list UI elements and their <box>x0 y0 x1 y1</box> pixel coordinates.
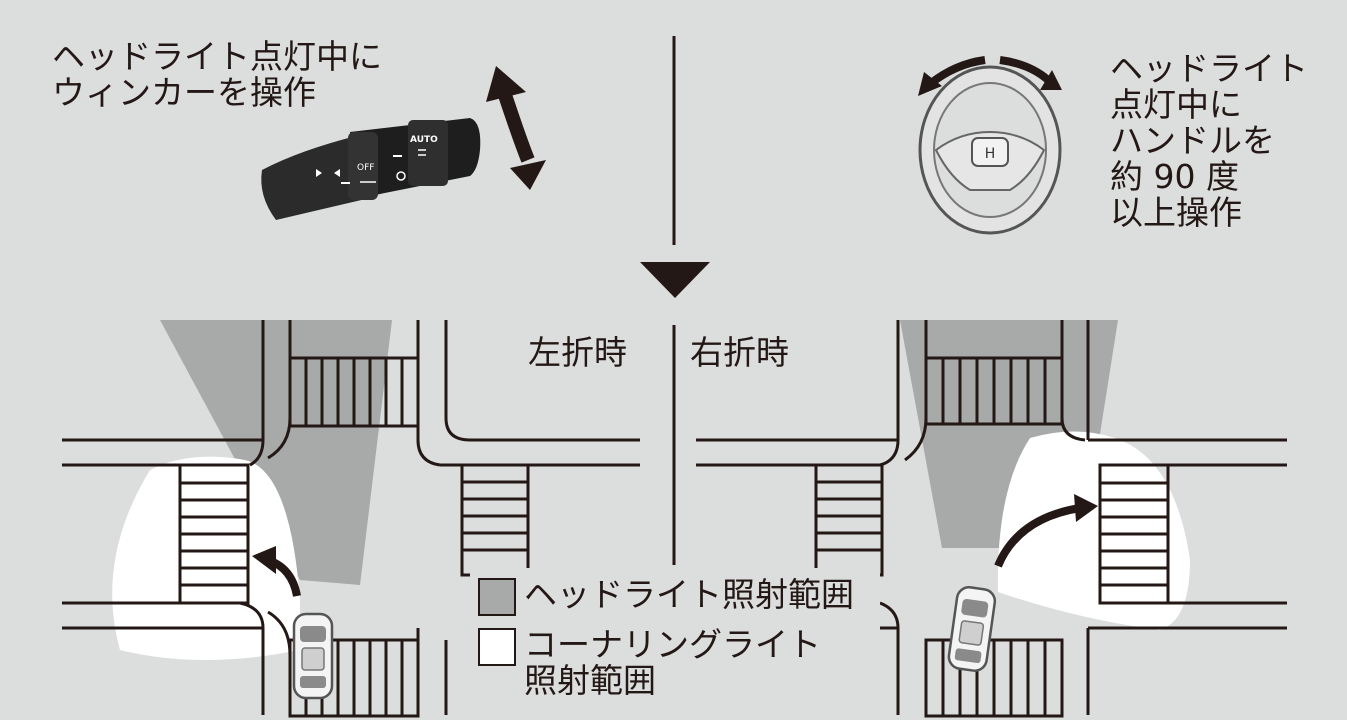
steering-rotation-arrows-icon <box>918 56 1062 96</box>
stalk-off-label: OFF <box>357 163 374 173</box>
instruction-line: 約 90 度 <box>1110 157 1239 196</box>
right-turn-arrow-icon <box>994 494 1098 568</box>
legend-cornering-swatch <box>478 628 516 666</box>
turn-signal-stalk-icon: OFF AUTO <box>261 118 481 220</box>
left-turn-arrow-icon <box>252 546 301 597</box>
down-arrow-icon <box>640 262 710 298</box>
top-left-instruction: ヘッドライト点灯中に ウィンカーを操作 <box>52 40 382 112</box>
legend-cornering-label: コーナリングライト 照射範囲 <box>524 628 821 700</box>
car-icon <box>292 612 334 700</box>
steering-wheel-icon: H <box>918 65 1062 235</box>
left-turn-label: 左折時 <box>528 333 627 372</box>
car-icon <box>947 586 997 672</box>
stalk-auto-label: AUTO <box>410 135 438 145</box>
stalk-up-down-arrow-icon <box>486 66 546 190</box>
crosswalk-top <box>288 356 420 428</box>
crosswalk-right <box>460 463 530 577</box>
right-turn-scene <box>696 320 1287 718</box>
left-turn-scene <box>62 320 640 718</box>
instruction-line: ヘッドライト <box>1110 49 1308 88</box>
top-right-instruction: ヘッドライト 点灯中に ハンドルを 約 90 度 以上操作 <box>1110 52 1308 232</box>
crosswalk-top <box>924 356 1064 426</box>
legend-headlight-label: ヘッドライト照射範囲 <box>524 575 854 614</box>
legend-cornering-line: 照射範囲 <box>524 661 656 700</box>
instruction-line: ヘッドライト点灯中に <box>52 37 382 76</box>
legend-backdrop <box>470 568 880 718</box>
cornering-light-area <box>997 431 1190 630</box>
right-turn-label: 右折時 <box>690 333 789 372</box>
crosswalk-left <box>814 463 884 577</box>
crosswalk-right <box>1098 463 1170 605</box>
instruction-line: ウィンカーを操作 <box>52 73 316 112</box>
instruction-line: ハンドルを <box>1110 121 1275 160</box>
crosswalk-bottom <box>924 638 1064 718</box>
legend-cornering-line: コーナリングライト <box>524 625 821 664</box>
instruction-line: 点灯中に <box>1110 85 1242 124</box>
instruction-line: 以上操作 <box>1110 193 1242 232</box>
svg-text:H: H <box>985 146 996 162</box>
crosswalk-left <box>178 463 250 605</box>
legend-headlight-swatch <box>478 578 516 616</box>
